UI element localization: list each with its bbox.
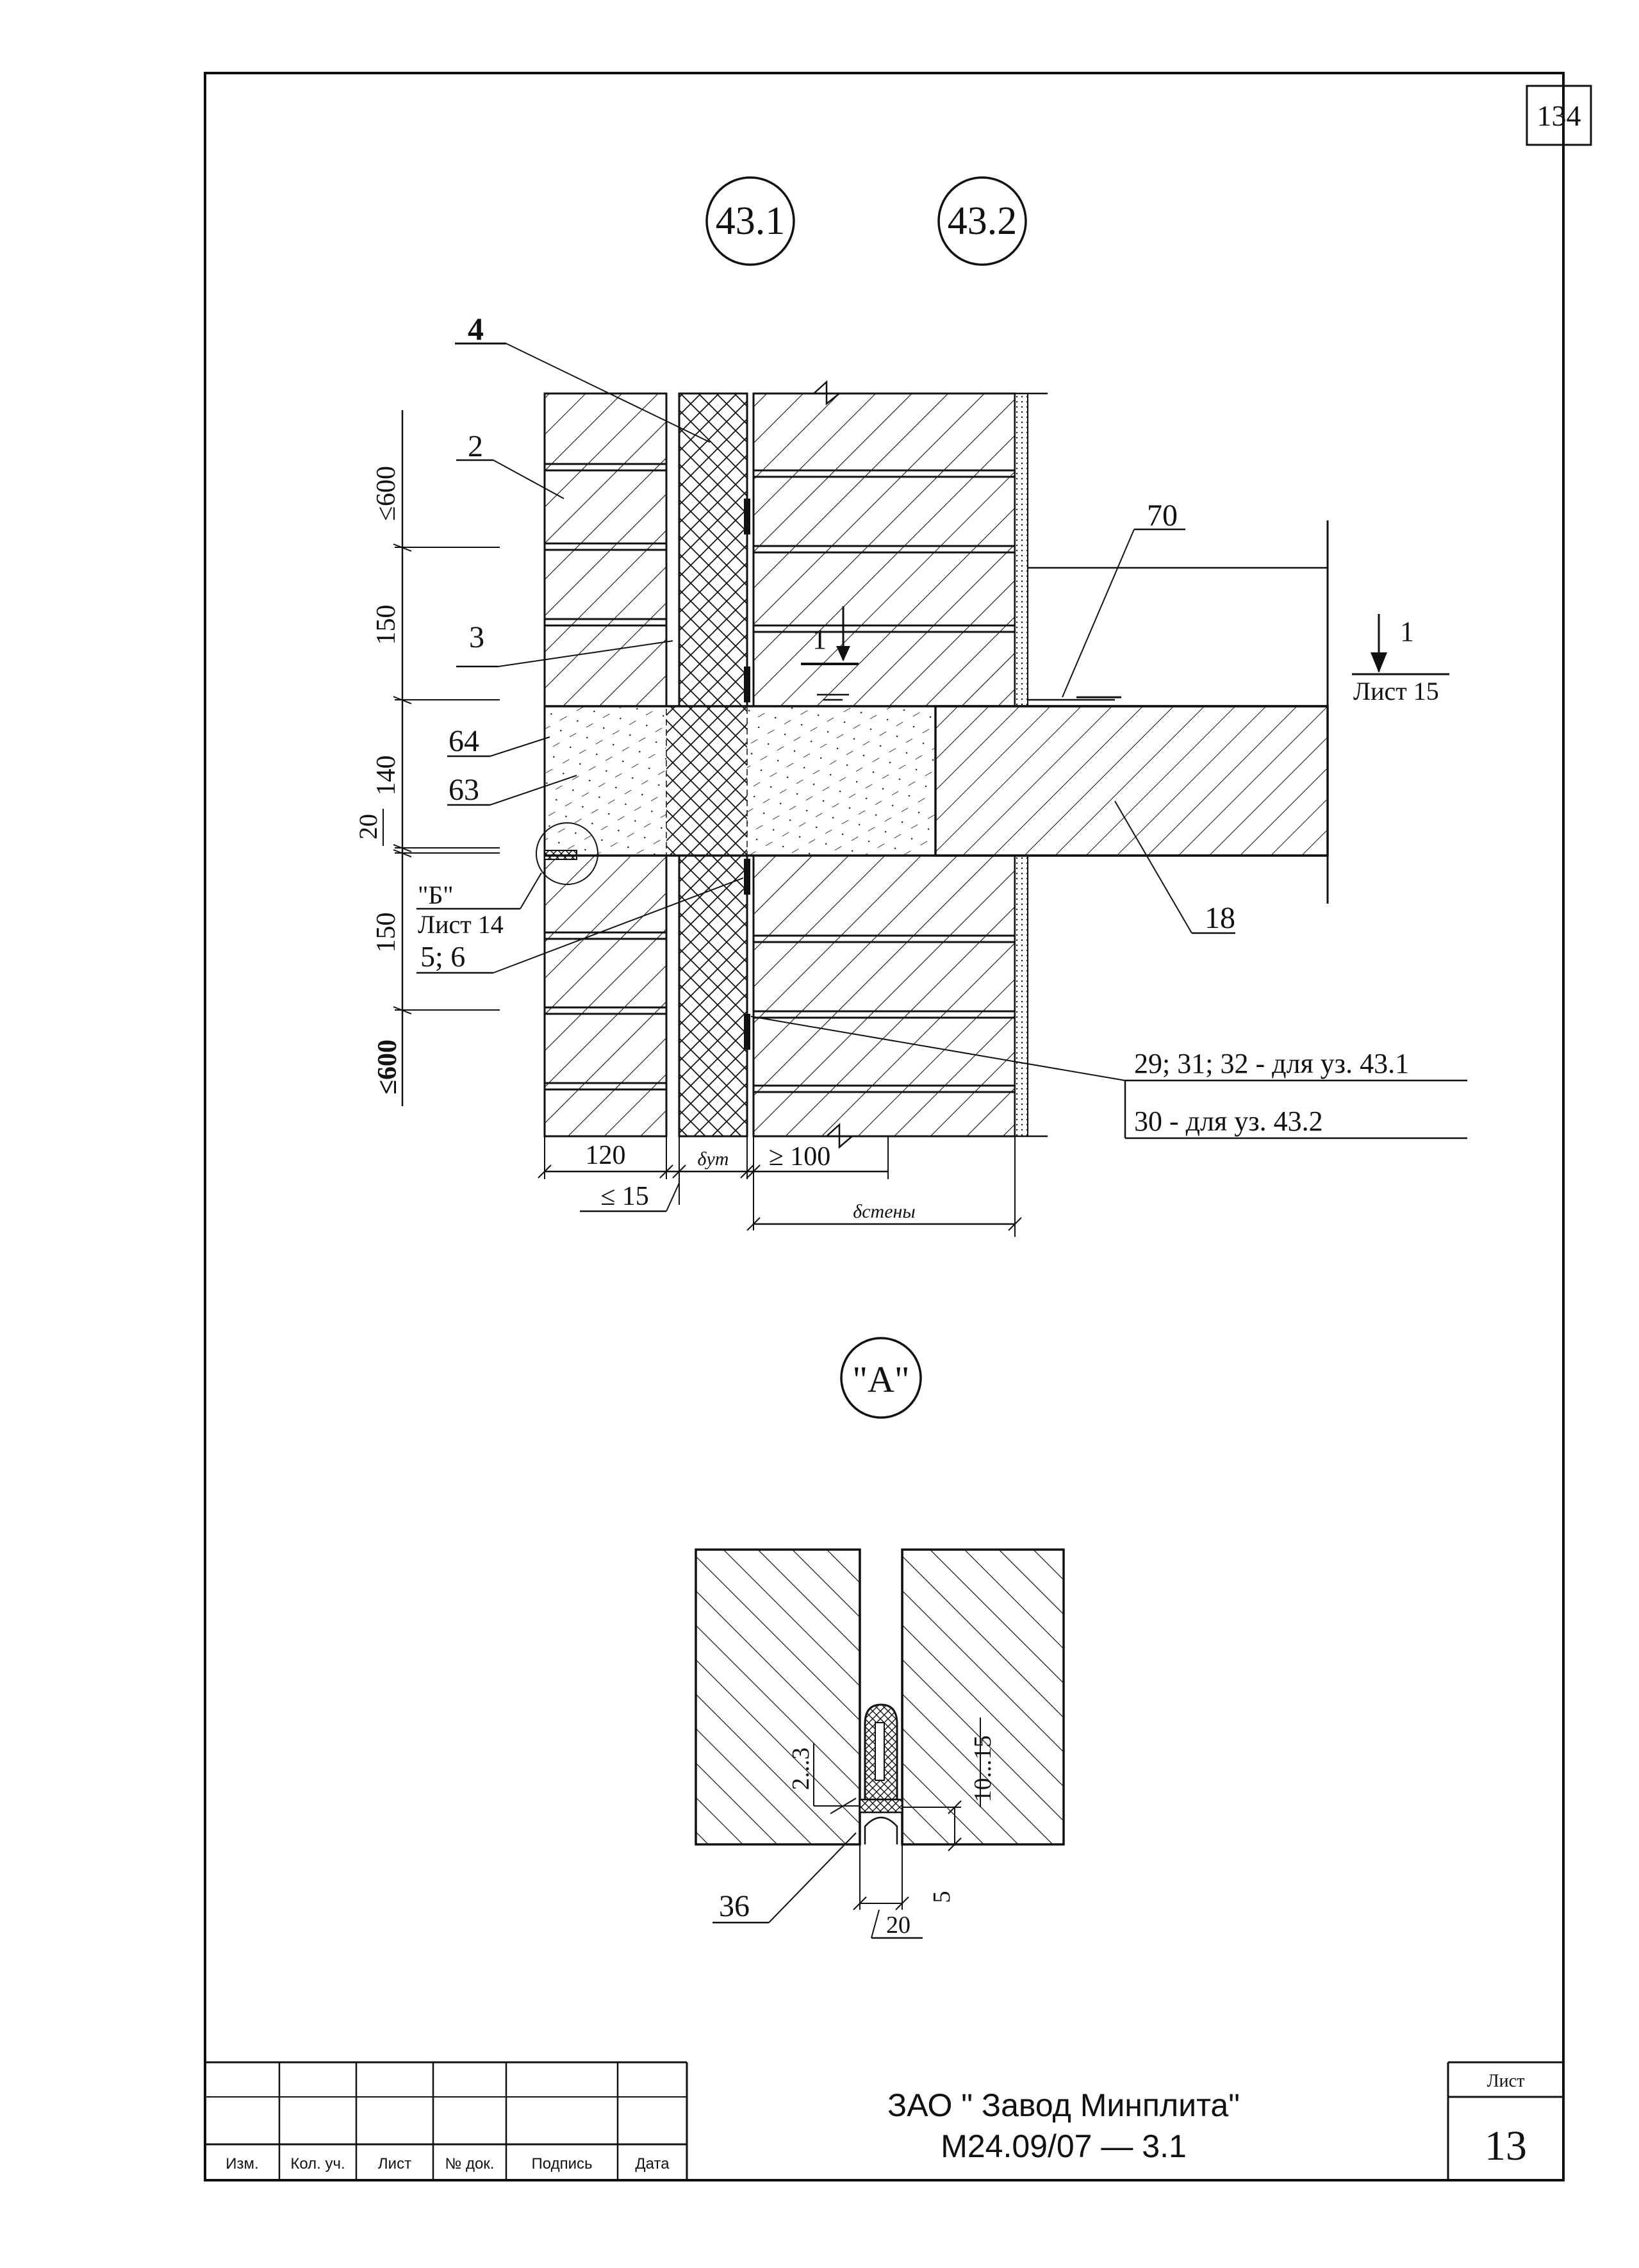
svg-text:2: 2 [468, 429, 483, 463]
svg-text:43.2: 43.2 [948, 199, 1017, 243]
svg-text:20: 20 [886, 1912, 910, 1939]
section-mark-inner: 1 [801, 606, 859, 701]
svg-text:120: 120 [586, 1141, 626, 1170]
svg-text:36: 36 [719, 1889, 750, 1923]
svg-text:5; 6: 5; 6 [420, 940, 465, 973]
svg-text:≥ 100: ≥ 100 [769, 1142, 831, 1171]
svg-text:"A": "A" [852, 1359, 909, 1400]
svg-text:30 - для уз. 43.2: 30 - для уз. 43.2 [1134, 1105, 1323, 1137]
svg-text:Дата: Дата [635, 2155, 670, 2173]
floor-slab [934, 705, 1329, 857]
detail-a-dimensions: 2...3 10...15 5 20 36 [712, 1718, 996, 1939]
svg-text:δстены: δстены [853, 1201, 915, 1222]
organization-name: ЗАО " Завод Минплита" [887, 2087, 1240, 2123]
document-code: М24.09/07 — 3.1 [941, 2128, 1187, 2164]
vertical-dimensions: ≤600 150 140 20 150 ≤600 [354, 410, 500, 1106]
svg-text:Изм.: Изм. [226, 2155, 258, 2173]
svg-text:1: 1 [1400, 616, 1414, 647]
svg-text:≤600: ≤600 [373, 1039, 402, 1095]
sheet-frame [204, 72, 1565, 2181]
svg-text:≤600: ≤600 [372, 466, 401, 521]
svg-text:10...15: 10...15 [969, 1735, 996, 1803]
svg-text:2...3: 2...3 [787, 1748, 814, 1791]
detail-b-circle [536, 822, 598, 885]
svg-text:Подпись: Подпись [532, 2155, 593, 2173]
svg-text:20: 20 [354, 814, 383, 840]
svg-text:150: 150 [372, 605, 401, 645]
svg-text:150: 150 [372, 913, 401, 953]
wall-section [536, 380, 1329, 1149]
detail-a-joint [695, 1548, 1065, 1910]
page-number-box: 134 [1526, 85, 1592, 146]
svg-text:4: 4 [468, 311, 484, 347]
svg-text:Лист: Лист [378, 2155, 411, 2173]
insulation-layer [678, 392, 748, 708]
node-ref-43-1: 43.1 [705, 176, 795, 266]
svg-text:64: 64 [449, 724, 479, 758]
sheet-number: 13 [1485, 2123, 1527, 2169]
svg-text:5: 5 [928, 1891, 955, 1903]
plaster-layer [1014, 393, 1028, 707]
svg-text:Лист 14: Лист 14 [418, 910, 504, 939]
svg-text:"Б": "Б" [418, 881, 454, 909]
svg-text:δут: δут [698, 1148, 729, 1170]
horizontal-dimensions: 120 δут ≥ 100 ≤ 15 δстены [538, 1136, 1022, 1237]
svg-text:Кол. уч.: Кол. уч. [290, 2155, 345, 2173]
svg-text:≤ 15: ≤ 15 [600, 1182, 649, 1211]
callouts: 4 2 3 64 63 70 18 "Б" Лист 14 5; 6 29; 3… [416, 311, 1467, 1139]
svg-text:63: 63 [449, 773, 479, 807]
page-number: 134 [1537, 99, 1581, 132]
svg-text:1: 1 [812, 624, 827, 655]
inner-masonry [752, 392, 1016, 708]
svg-text:43.1: 43.1 [716, 199, 786, 243]
svg-text:18: 18 [1205, 901, 1235, 935]
title-block: Изм. Кол. уч. Лист № док. Подпись Дата З… [205, 2061, 1563, 2180]
svg-text:3: 3 [469, 620, 484, 654]
svg-text:№ док.: № док. [445, 2155, 495, 2173]
svg-text:Лист 15: Лист 15 [1353, 677, 1439, 706]
sheet-label: Лист [1487, 2071, 1525, 2091]
svg-text:70: 70 [1147, 499, 1178, 533]
node-ref-43-2: 43.2 [937, 176, 1027, 266]
section-mark-right: 1 Лист 15 [1352, 614, 1449, 706]
svg-text:140: 140 [372, 756, 401, 796]
detail-a-ref: "A" [840, 1337, 922, 1419]
svg-text:29; 31; 32 - для уз. 43.1: 29; 31; 32 - для уз. 43.1 [1134, 1048, 1409, 1079]
